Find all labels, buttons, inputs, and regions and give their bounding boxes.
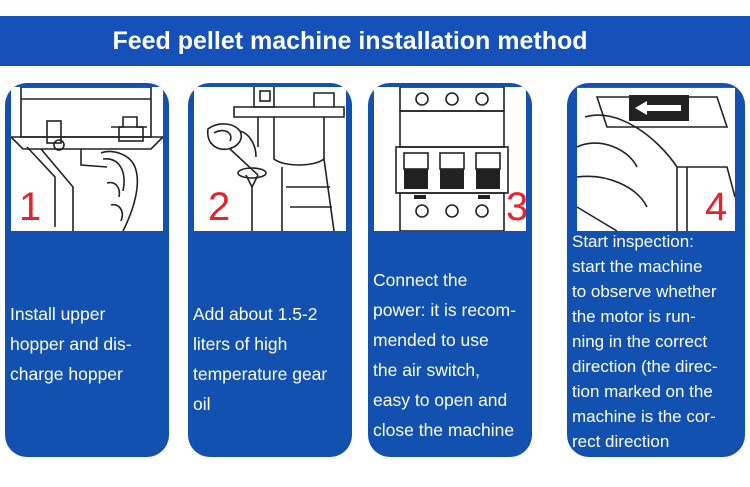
step-4-description: Start inspection: start the machine to o… — [572, 229, 718, 454]
text-line: tion marked on the — [572, 382, 713, 401]
text-line: mended to use — [373, 330, 489, 350]
oil-pour-illustration — [206, 87, 345, 231]
text-line: direction (the direc- — [572, 357, 718, 376]
step-4-illustration: 4 — [577, 87, 735, 231]
text-line: Install upper — [10, 304, 106, 324]
step-card-2: 2 Add about 1.5-2 liters of high tempera… — [188, 83, 352, 457]
text-line: hopper and dis- — [10, 334, 132, 354]
text-line: oil — [193, 394, 211, 414]
step-number-3: 3 — [506, 185, 526, 229]
step-card-3: O-OFF O-OFF O-OFF 3 Connect the power: i… — [368, 83, 532, 457]
text-line: machine is the cor- — [572, 407, 716, 426]
step-3-description: Connect the power: it is recom- mended t… — [373, 265, 516, 445]
text-line: Add about 1.5-2 — [193, 304, 318, 324]
text-line: ning in the correct — [572, 332, 708, 351]
text-line: Connect the — [373, 270, 468, 290]
text-line: Start inspection: — [572, 232, 694, 251]
text-line: liters of high — [193, 334, 288, 354]
text-line: power: it is recom- — [373, 300, 516, 320]
step-card-4: 4 Start inspection: start the machine to… — [567, 83, 745, 457]
text-line: the air switch, — [373, 360, 480, 380]
text-line: to observe whether — [572, 282, 717, 301]
title-banner: Feed pellet machine installation method — [0, 16, 750, 66]
text-line: charge hopper — [10, 364, 123, 384]
step-1-illustration: 1 — [11, 87, 163, 231]
text-line: easy to open and — [373, 390, 508, 410]
text-line: the motor is run- — [572, 307, 696, 326]
step-1-description: Install upper hopper and dis- charge hop… — [10, 299, 132, 389]
text-line: rect direction — [572, 432, 670, 451]
step-number-2: 2 — [208, 185, 231, 229]
step-2-illustration: 2 — [194, 87, 346, 231]
text-line: close the machine — [373, 420, 515, 440]
switch-label-2: O-OFF — [445, 158, 461, 164]
step-number-1: 1 — [19, 185, 42, 229]
hopper-illustration — [11, 87, 163, 231]
air-switch-illustration — [395, 87, 509, 231]
step-3-illustration: O-OFF O-OFF O-OFF 3 — [374, 87, 526, 231]
step-number-4: 4 — [705, 185, 728, 229]
step-card-1: 1 Install upper hopper and dis- charge h… — [5, 83, 169, 457]
step-2-description: Add about 1.5-2 liters of high temperatu… — [193, 299, 327, 419]
switch-label-1: O-OFF — [409, 158, 425, 164]
page-title: Feed pellet machine installation method — [112, 27, 588, 55]
motor-direction-illustration — [577, 87, 735, 231]
text-line: start the machine — [572, 257, 703, 276]
switch-label-3: O-OFF — [481, 158, 497, 164]
text-line: temperature gear — [193, 364, 328, 384]
